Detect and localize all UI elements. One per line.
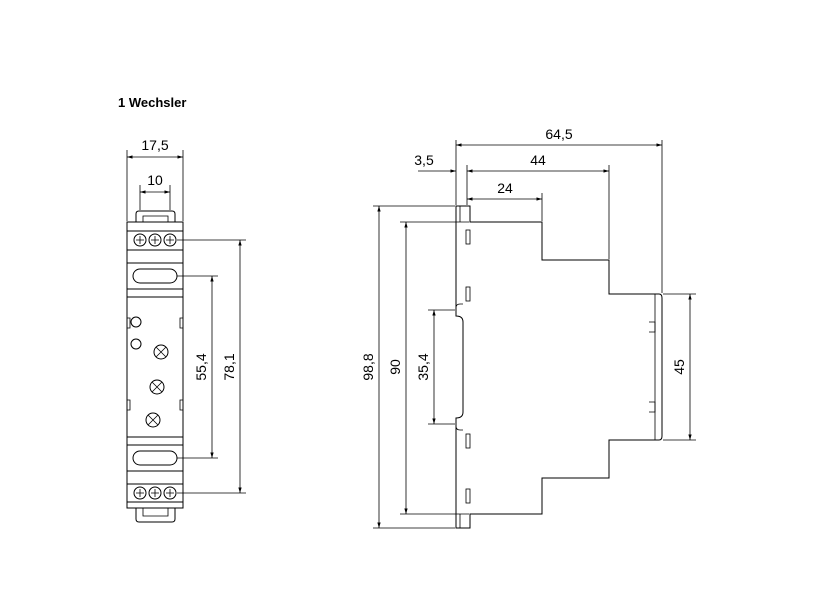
front-bottom-terminals bbox=[133, 486, 177, 500]
dim-depth-overall: 64,5 bbox=[545, 126, 572, 142]
front-bottom-slot bbox=[132, 450, 178, 466]
dim-depth-middle: 44 bbox=[530, 152, 546, 168]
front-top-terminals bbox=[133, 233, 177, 247]
dim-height-outer: 78,1 bbox=[221, 353, 237, 380]
dim-height-overall: 98,8 bbox=[360, 353, 376, 380]
front-led-1 bbox=[130, 316, 142, 328]
front-potentiometers bbox=[145, 344, 169, 428]
dim-height-body: 90 bbox=[387, 359, 403, 375]
side-body-outline bbox=[455, 205, 663, 529]
side-view bbox=[455, 205, 663, 529]
dim-width-inner: 10 bbox=[147, 172, 163, 188]
front-top-clip bbox=[135, 210, 176, 222]
front-led-2 bbox=[130, 338, 142, 350]
dim-depth-front: 24 bbox=[497, 180, 513, 196]
dim-height-front: 45 bbox=[671, 359, 687, 375]
dim-width-overall: 17,5 bbox=[141, 137, 168, 153]
dim-offset-left: 3,5 bbox=[414, 152, 434, 168]
front-top-slot bbox=[132, 268, 178, 284]
dim-height-rail: 35,4 bbox=[415, 353, 431, 380]
front-dimensions: 17,5 10 78,1 55,4 bbox=[126, 137, 246, 494]
front-top-clip-inner bbox=[142, 215, 169, 222]
diagram-title: 1 Wechsler bbox=[118, 95, 187, 110]
front-bottom-clip bbox=[135, 508, 176, 523]
front-view bbox=[126, 210, 184, 523]
side-dimensions: 64,5 44 3,5 24 98,8 90 35,4 45 bbox=[360, 126, 696, 529]
dim-height-inner: 55,4 bbox=[193, 353, 209, 380]
front-body bbox=[126, 221, 184, 509]
